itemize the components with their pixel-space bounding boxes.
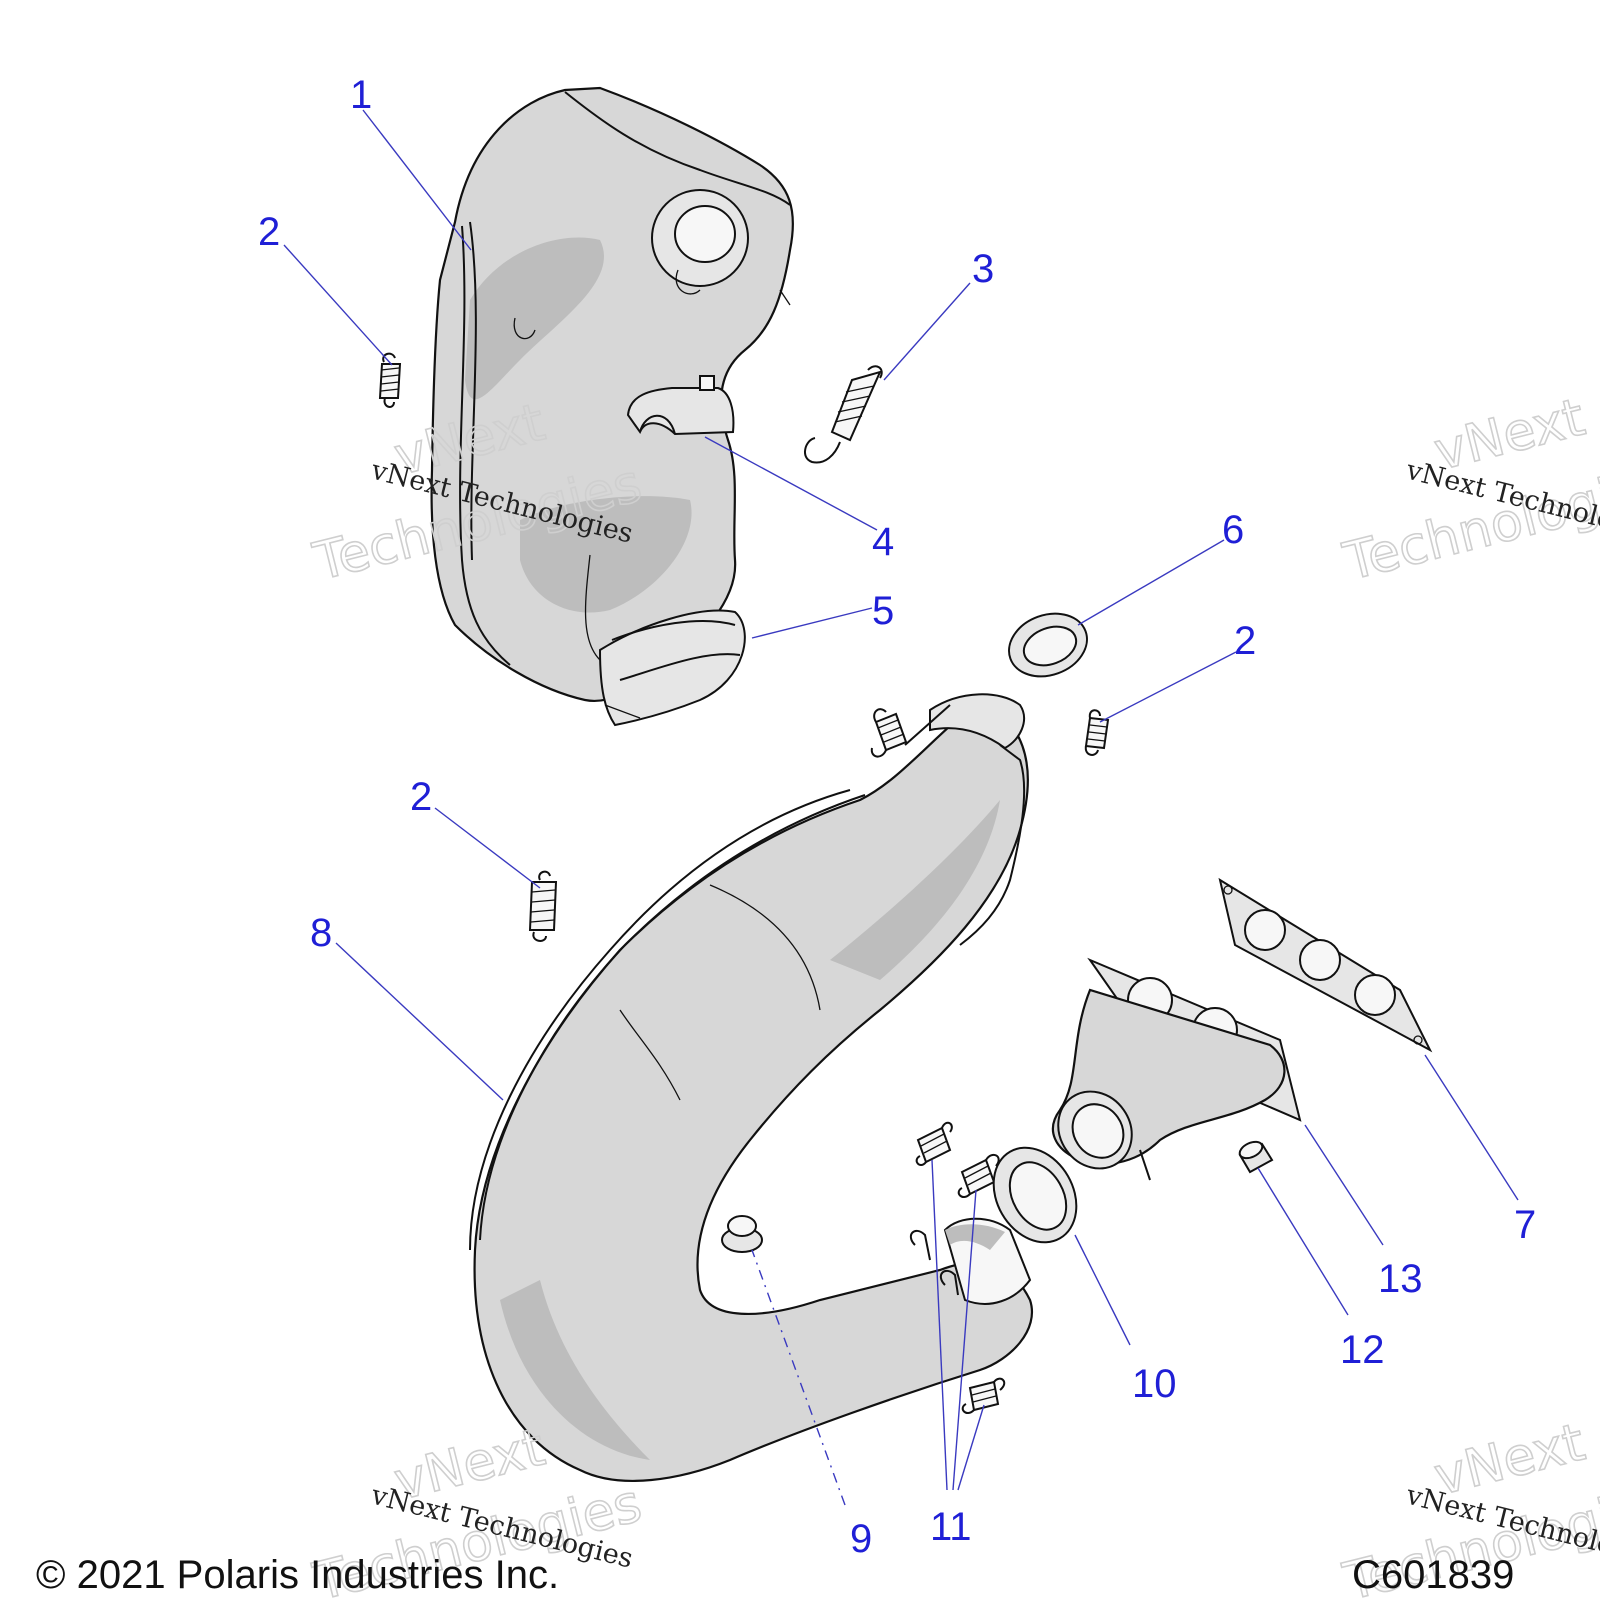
callout-numbers: 1 2 3 4 5 6 2 2 8 7 13 12 10 9 11 xyxy=(258,73,1536,1561)
part-5-shield-bracket xyxy=(598,609,746,727)
spring-11-c xyxy=(961,1377,1006,1414)
spring-2-right xyxy=(1084,709,1110,756)
callout-13: 13 xyxy=(1378,1257,1423,1301)
drawing-number: C601839 xyxy=(1352,1553,1514,1597)
callout-5: 5 xyxy=(872,589,894,633)
callout-8: 8 xyxy=(310,911,332,955)
part-6-seal-ring xyxy=(1008,612,1088,678)
callout-7: 7 xyxy=(1514,1203,1536,1247)
part-9-plug xyxy=(721,1215,763,1253)
part-4-bracket xyxy=(626,375,735,436)
callout-2-right: 2 xyxy=(1234,619,1256,663)
callout-2-upper: 2 xyxy=(258,210,280,254)
callout-1: 1 xyxy=(350,73,372,117)
callout-12: 12 xyxy=(1340,1328,1385,1372)
part-8-expansion-pipe xyxy=(469,693,1033,1483)
callout-6: 6 xyxy=(1222,508,1244,552)
spring-11-b xyxy=(957,1153,1000,1198)
callout-9: 9 xyxy=(850,1517,872,1561)
part-3-spring-hook xyxy=(804,365,883,464)
part-12-bolt xyxy=(1238,1140,1274,1174)
callout-3: 3 xyxy=(972,247,994,291)
part-7-gasket xyxy=(1218,877,1433,1053)
callout-10: 10 xyxy=(1132,1362,1177,1406)
spring-pipe-top xyxy=(870,708,908,758)
callout-4: 4 xyxy=(872,520,894,564)
spring-2-upper-left xyxy=(378,352,402,408)
callout-2-middle: 2 xyxy=(410,775,432,819)
copyright-notice: © 2021 Polaris Industries Inc. xyxy=(36,1553,559,1597)
part-10-seal-ring xyxy=(992,1146,1078,1244)
leader-lines xyxy=(283,109,1519,1506)
part-1-heat-shield xyxy=(430,86,794,703)
part-13-exhaust-manifold xyxy=(1051,957,1302,1181)
callout-11: 11 xyxy=(930,1505,972,1549)
spring-11-a xyxy=(915,1121,953,1166)
watermark-upper-right: vNext Technologies vNext Technologies xyxy=(1337,387,1600,594)
spring-2-middle-left xyxy=(528,870,558,942)
